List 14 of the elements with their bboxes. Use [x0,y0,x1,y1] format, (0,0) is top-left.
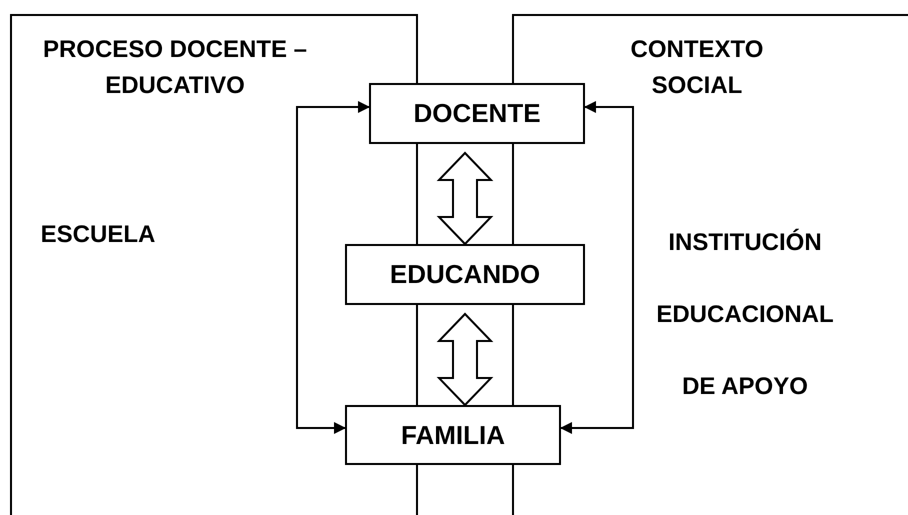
panel-heading: CONTEXTO SOCIAL [630,35,764,101]
panel-heading: PROCESO DOCENTE – EDUCATIVO [42,35,308,101]
process-box [345,405,561,465]
double-block-arrow [436,152,494,246]
panel-label: ESCUELA [40,220,156,250]
process-box [345,244,585,305]
panel-label: INSTITUCIÓN EDUCACIONAL DE APOYO [655,228,835,402]
box-label: DOCENTE [413,98,541,129]
box-label: FAMILIA [401,420,505,450]
arrow [296,101,370,434]
box-label: EDUCANDO [390,259,540,290]
process-box [369,83,585,144]
double-block-arrow [436,312,494,406]
arrow [560,101,634,434]
